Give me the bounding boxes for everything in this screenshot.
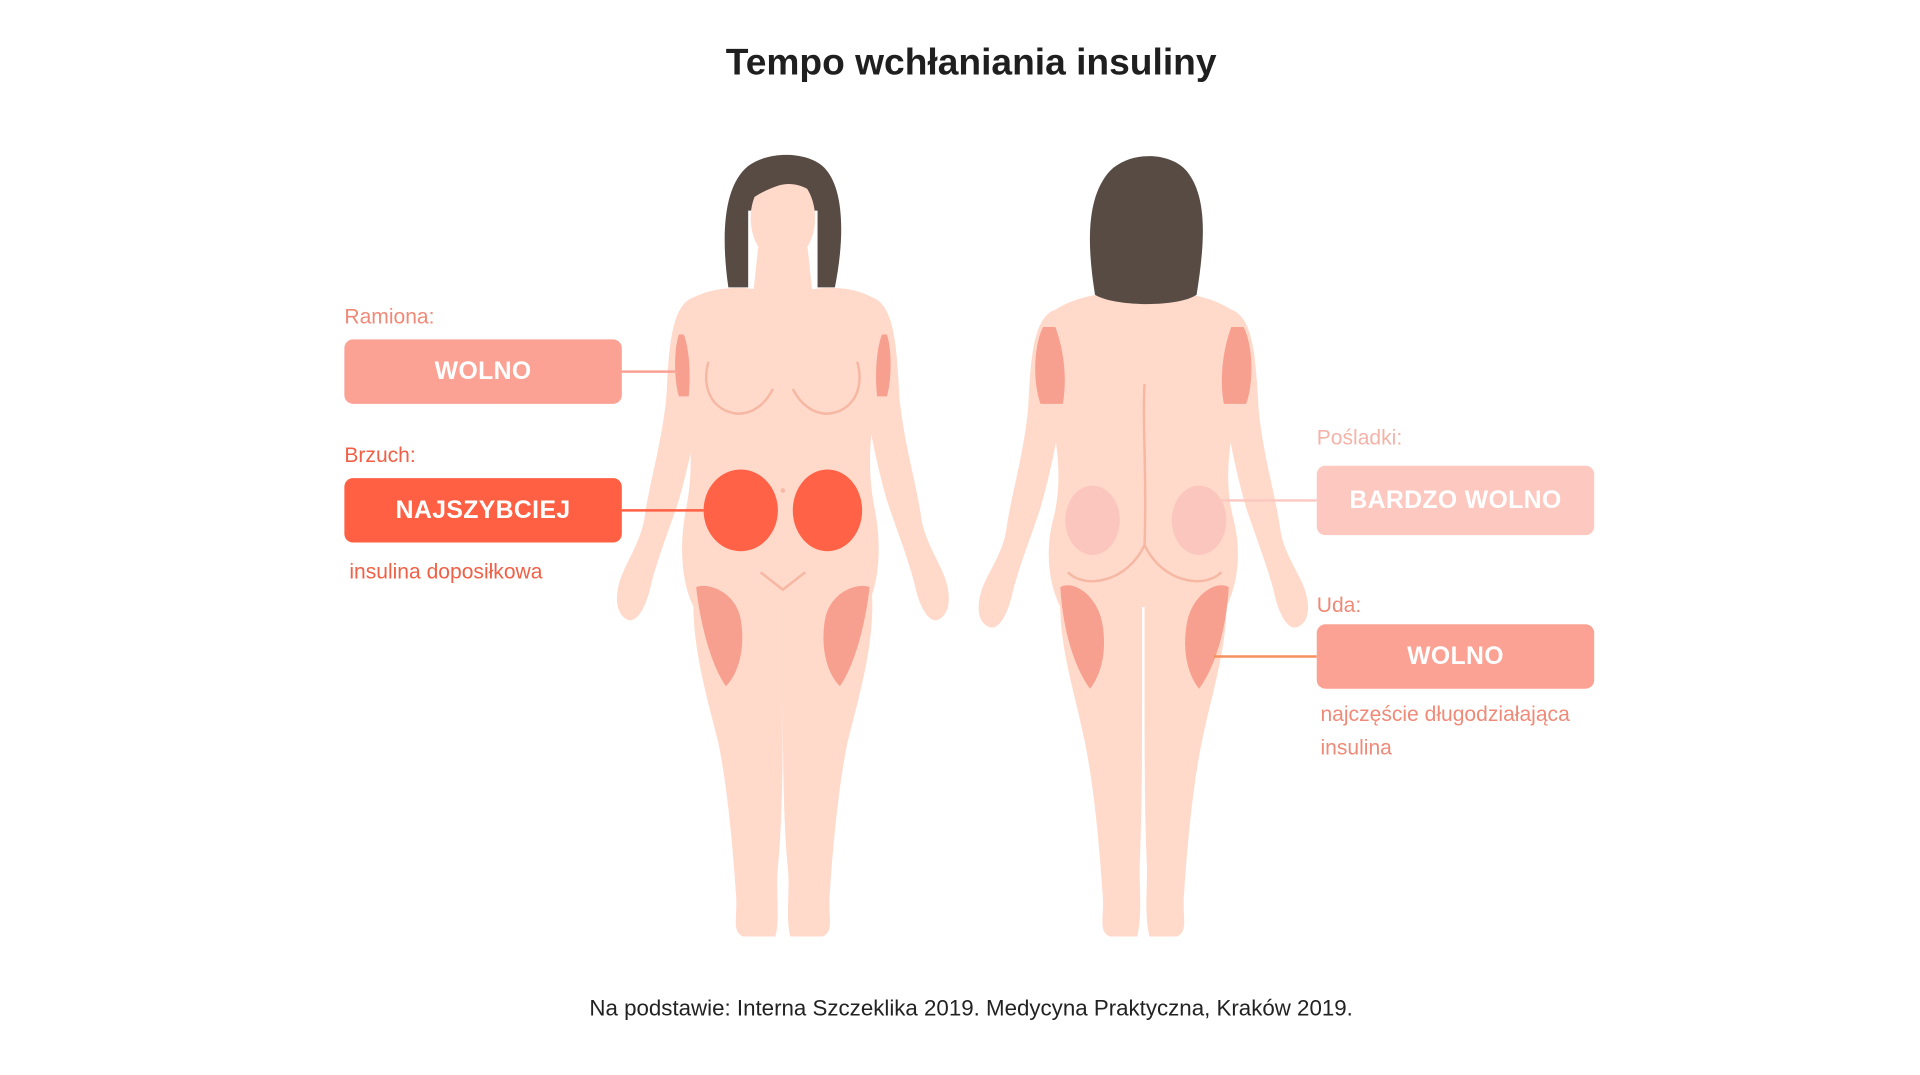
thighs-speed-label: WOLNO xyxy=(1316,624,1595,689)
buttocks-speed-label: BARDZO WOLNO xyxy=(1316,465,1595,536)
thighs-caption: Uda: xyxy=(1316,593,1362,617)
front-torso xyxy=(679,287,883,607)
front-left-leg xyxy=(693,594,783,937)
front-fringe xyxy=(740,158,828,209)
front-chest-outline xyxy=(704,361,861,415)
abdomen-speed-label: NAJSZYBCIEJ xyxy=(344,478,622,543)
abdomen-caption: Brzuch: xyxy=(344,443,416,467)
thighs-note-line1: najczęście długodziałająca xyxy=(1320,702,1570,726)
front-navel xyxy=(780,488,786,493)
buttocks-caption: Pośladki: xyxy=(1316,426,1403,450)
front-face xyxy=(750,173,816,263)
back-arm-zone-left xyxy=(1035,327,1065,404)
thighs-note: najczęście długodziałająca insulina xyxy=(1320,697,1569,764)
back-hair xyxy=(1089,156,1203,305)
front-arm-zone-left xyxy=(675,334,690,397)
back-buttock-zone-left xyxy=(1065,485,1120,555)
back-figure xyxy=(978,156,1309,937)
back-spine-outline xyxy=(1066,383,1223,583)
front-abdomen-zone-left xyxy=(703,469,778,552)
front-thigh-zone-right xyxy=(823,585,870,687)
thighs-note-line2: insulina xyxy=(1320,735,1392,760)
abdomen-note: insulina doposiłkowa xyxy=(349,559,543,584)
page-title: Tempo wchłaniania insuliny xyxy=(725,42,1217,83)
arms-caption: Ramiona: xyxy=(344,304,435,329)
arms-speed-label: WOLNO xyxy=(344,339,622,404)
front-right-leg xyxy=(782,594,873,937)
front-figure xyxy=(616,154,949,937)
front-neck xyxy=(753,247,813,295)
back-thigh-zone-right xyxy=(1185,585,1229,689)
front-abdomen-zone-right xyxy=(792,469,863,552)
front-arm-zone-right xyxy=(876,334,891,397)
back-right-leg xyxy=(1144,594,1227,937)
back-arm-zone-right xyxy=(1221,327,1252,404)
back-buttock-zone-right xyxy=(1171,485,1227,555)
source-footer: Na podstawie: Interna Szczeklika 2019. M… xyxy=(589,995,1353,1021)
front-thigh-zone-left xyxy=(696,585,743,687)
back-left-leg xyxy=(1060,594,1143,937)
back-thigh-zone-left xyxy=(1060,585,1105,689)
front-groin-outline xyxy=(759,571,806,592)
